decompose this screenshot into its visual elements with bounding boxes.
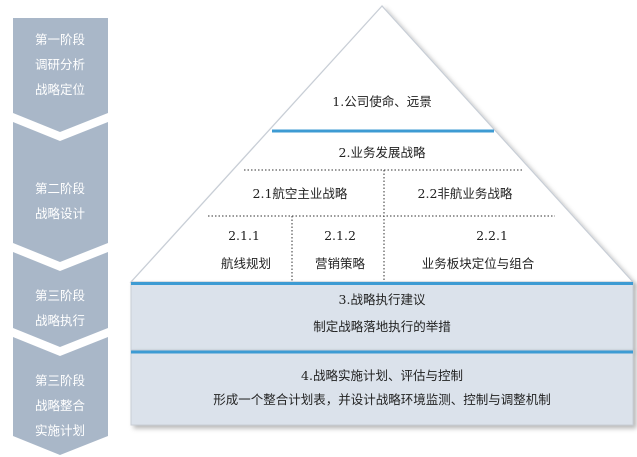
stage-1-text: 第一阶段 调研分析 战略定位: [35, 32, 85, 97]
stage-1-line-2: 调研分析: [35, 57, 85, 72]
sub-211-number: 2.1.1: [228, 228, 260, 243]
sub-212-label: 营销策略: [315, 256, 366, 271]
execution-title: 3.战略执行建议: [339, 292, 426, 307]
business-strategy-label: 2.业务发展战略: [339, 145, 426, 160]
implementation-desc: 形成一个整合计划表，并设计战略环境监测、控制与调整机制: [213, 392, 551, 407]
stage-chevron-list: [13, 18, 108, 455]
stage-1-line-3: 战略定位: [35, 82, 85, 97]
execution-desc: 制定战略落地执行的举措: [313, 319, 451, 334]
execution-band: [130, 281, 634, 351]
pyramid-dotted-lines: [208, 169, 555, 282]
pyramid-top-label: 1.公司使命、远景: [332, 94, 431, 109]
stage-4-text: 第三阶段 战略整合 实施计划: [35, 373, 86, 438]
non-aviation-label: 2.2非航业务战略: [418, 186, 513, 201]
stage-4-line-3: 实施计划: [35, 423, 85, 438]
stage-1-line-1: 第一阶段: [35, 32, 85, 47]
stage-4-line-2: 战略整合: [35, 398, 86, 413]
aviation-main-label: 2.1航空主业战略: [253, 186, 348, 201]
sub-211-label: 航线规划: [221, 256, 271, 271]
sub-221-label: 业务板块定位与组合: [422, 256, 535, 271]
stage-2-line-2: 战略设计: [35, 206, 85, 221]
stage-2-text: 第二阶段 战略设计: [35, 181, 85, 221]
pyramid-triangle: [129, 5, 635, 283]
sub-221-number: 2.2.1: [476, 228, 508, 243]
sub-212-number: 2.1.2: [324, 228, 356, 243]
stage-3-text: 第三阶段 战略执行: [35, 288, 85, 328]
implementation-band: [130, 349, 634, 426]
stage-chevron-2: [13, 122, 108, 262]
stage-chevron-4: [13, 337, 108, 455]
stage-3-line-1: 第三阶段: [35, 288, 85, 303]
stage-chevron-3: [13, 252, 108, 347]
stage-2-line-1: 第二阶段: [35, 181, 85, 196]
stage-3-line-2: 战略执行: [35, 313, 85, 328]
stage-4-line-1: 第三阶段: [35, 373, 85, 388]
stage-chevron-1: [13, 18, 108, 132]
implementation-title: 4.战略实施计划、评估与控制: [301, 368, 463, 383]
